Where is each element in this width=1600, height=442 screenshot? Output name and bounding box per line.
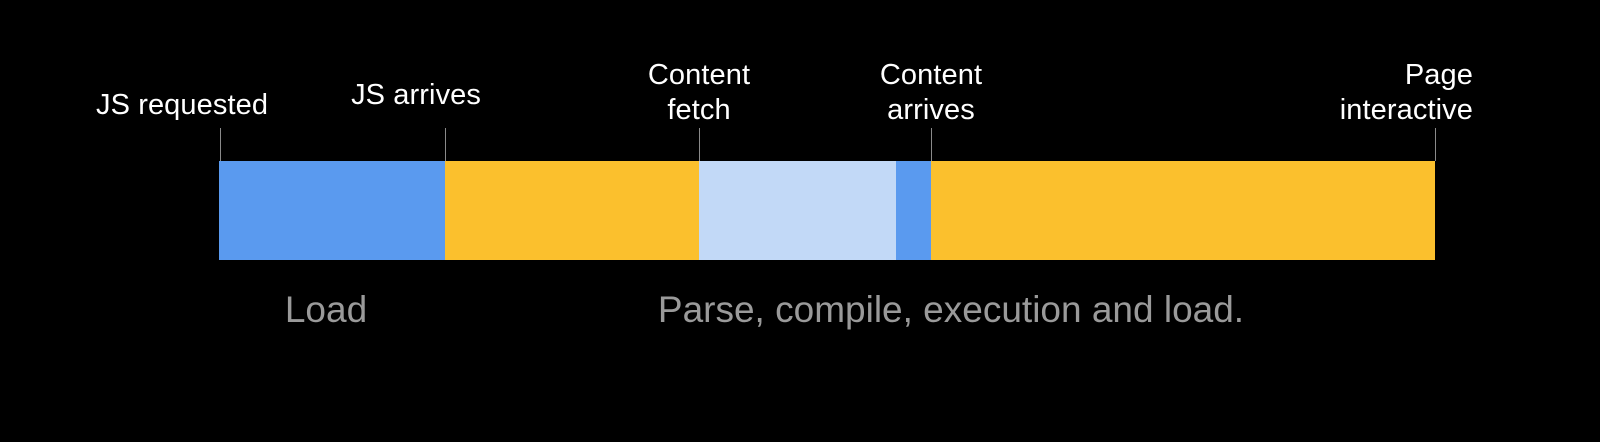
milestone-label-content-fetch: Content fetch: [647, 59, 751, 126]
tick-page-interactive: [1435, 128, 1436, 161]
milestone-label-page-interactive: Page interactive: [1339, 59, 1473, 126]
milestone-label-js-requested: JS requested: [96, 89, 269, 121]
timeline-bar: [219, 161, 1435, 260]
tick-js-arrives: [445, 128, 446, 161]
bar-segment-content-fetch-wait: [699, 161, 896, 260]
bar-segment-parse-compile-exec: [445, 161, 699, 260]
milestone-label-js-arrives: JS arrives: [351, 79, 481, 111]
phase-caption-parse: Parse, compile, execution and load.: [657, 289, 1245, 330]
bar-segment-render-to-interactive: [931, 161, 1435, 260]
milestone-label-content-arrives: Content arrives: [879, 59, 983, 126]
tick-content-arrives: [931, 128, 932, 161]
tick-js-requested: [220, 128, 221, 161]
phase-caption-load: Load: [284, 289, 368, 330]
tick-content-fetch: [699, 128, 700, 161]
bar-segment-content-download: [896, 161, 931, 260]
bar-segment-load-js-download: [219, 161, 445, 260]
